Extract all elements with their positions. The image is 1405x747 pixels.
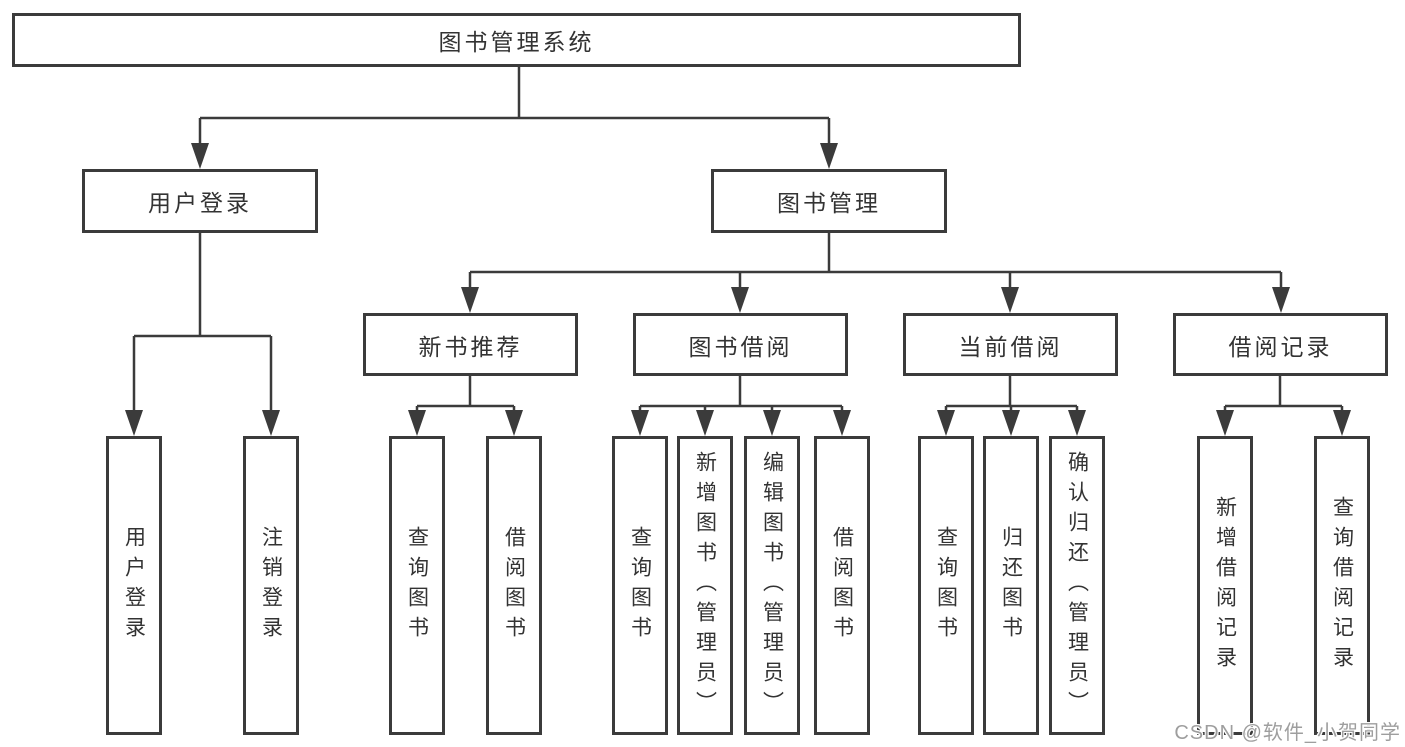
leaf-edit-books-admin-label: 编辑图书（管理员） (760, 450, 784, 721)
leaf-confirm-return-admin: 确认归还（管理员） (1049, 436, 1105, 735)
leaf-add-borrow-record-label: 新增借阅记录 (1213, 495, 1237, 676)
leaf-user-login-label: 用户登录 (122, 525, 146, 646)
leaf-borrow-books-label: 借阅图书 (830, 525, 854, 646)
leaf-query-borrow-record-label: 查询借阅记录 (1330, 495, 1354, 676)
node-book-management-label: 图书管理 (777, 190, 881, 216)
node-new-book-recommend: 新书推荐 (363, 313, 578, 376)
node-user-login: 用户登录 (82, 169, 318, 233)
node-book-borrow-label: 图书借阅 (688, 333, 793, 360)
leaf-query-books-recommend-label: 查询图书 (405, 525, 429, 646)
node-current-borrow-label: 当前借阅 (958, 333, 1063, 360)
node-borrow-records: 借阅记录 (1173, 313, 1388, 376)
leaf-borrow-books-recommend: 借阅图书 (486, 436, 542, 735)
leaf-add-books-admin-label: 新增图书（管理员） (693, 450, 717, 721)
leaf-add-books-admin: 新增图书（管理员） (677, 436, 733, 735)
leaf-logout: 注销登录 (243, 436, 299, 735)
leaf-edit-books-admin: 编辑图书（管理员） (744, 436, 800, 735)
leaf-borrow-books-recommend-label: 借阅图书 (502, 525, 526, 646)
leaf-query-books-current-label: 查询图书 (934, 525, 958, 646)
leaf-logout-label: 注销登录 (259, 525, 283, 646)
node-current-borrow: 当前借阅 (903, 313, 1118, 376)
node-root-system: 图书管理系统 (12, 13, 1021, 67)
leaf-user-login: 用户登录 (106, 436, 162, 735)
node-borrow-records-label: 借阅记录 (1228, 333, 1333, 360)
leaf-query-books-borrow: 查询图书 (612, 436, 668, 735)
node-book-borrow: 图书借阅 (633, 313, 848, 376)
node-user-login-label: 用户登录 (148, 190, 252, 216)
watermark: CSDN @软件_小贺同学 (1174, 722, 1401, 744)
leaf-return-books: 归还图书 (983, 436, 1039, 735)
node-book-management: 图书管理 (711, 169, 947, 233)
leaf-borrow-books: 借阅图书 (814, 436, 870, 735)
node-root-system-label: 图书管理系统 (438, 29, 595, 55)
leaf-return-books-label: 归还图书 (999, 525, 1023, 646)
leaf-query-borrow-record: 查询借阅记录 (1314, 436, 1370, 735)
leaf-query-books-borrow-label: 查询图书 (628, 525, 652, 646)
leaf-confirm-return-admin-label: 确认归还（管理员） (1065, 450, 1089, 721)
node-new-book-recommend-label: 新书推荐 (418, 333, 523, 360)
leaf-query-books-recommend: 查询图书 (389, 436, 445, 735)
leaf-query-books-current: 查询图书 (918, 436, 974, 735)
leaf-add-borrow-record: 新增借阅记录 (1197, 436, 1253, 735)
